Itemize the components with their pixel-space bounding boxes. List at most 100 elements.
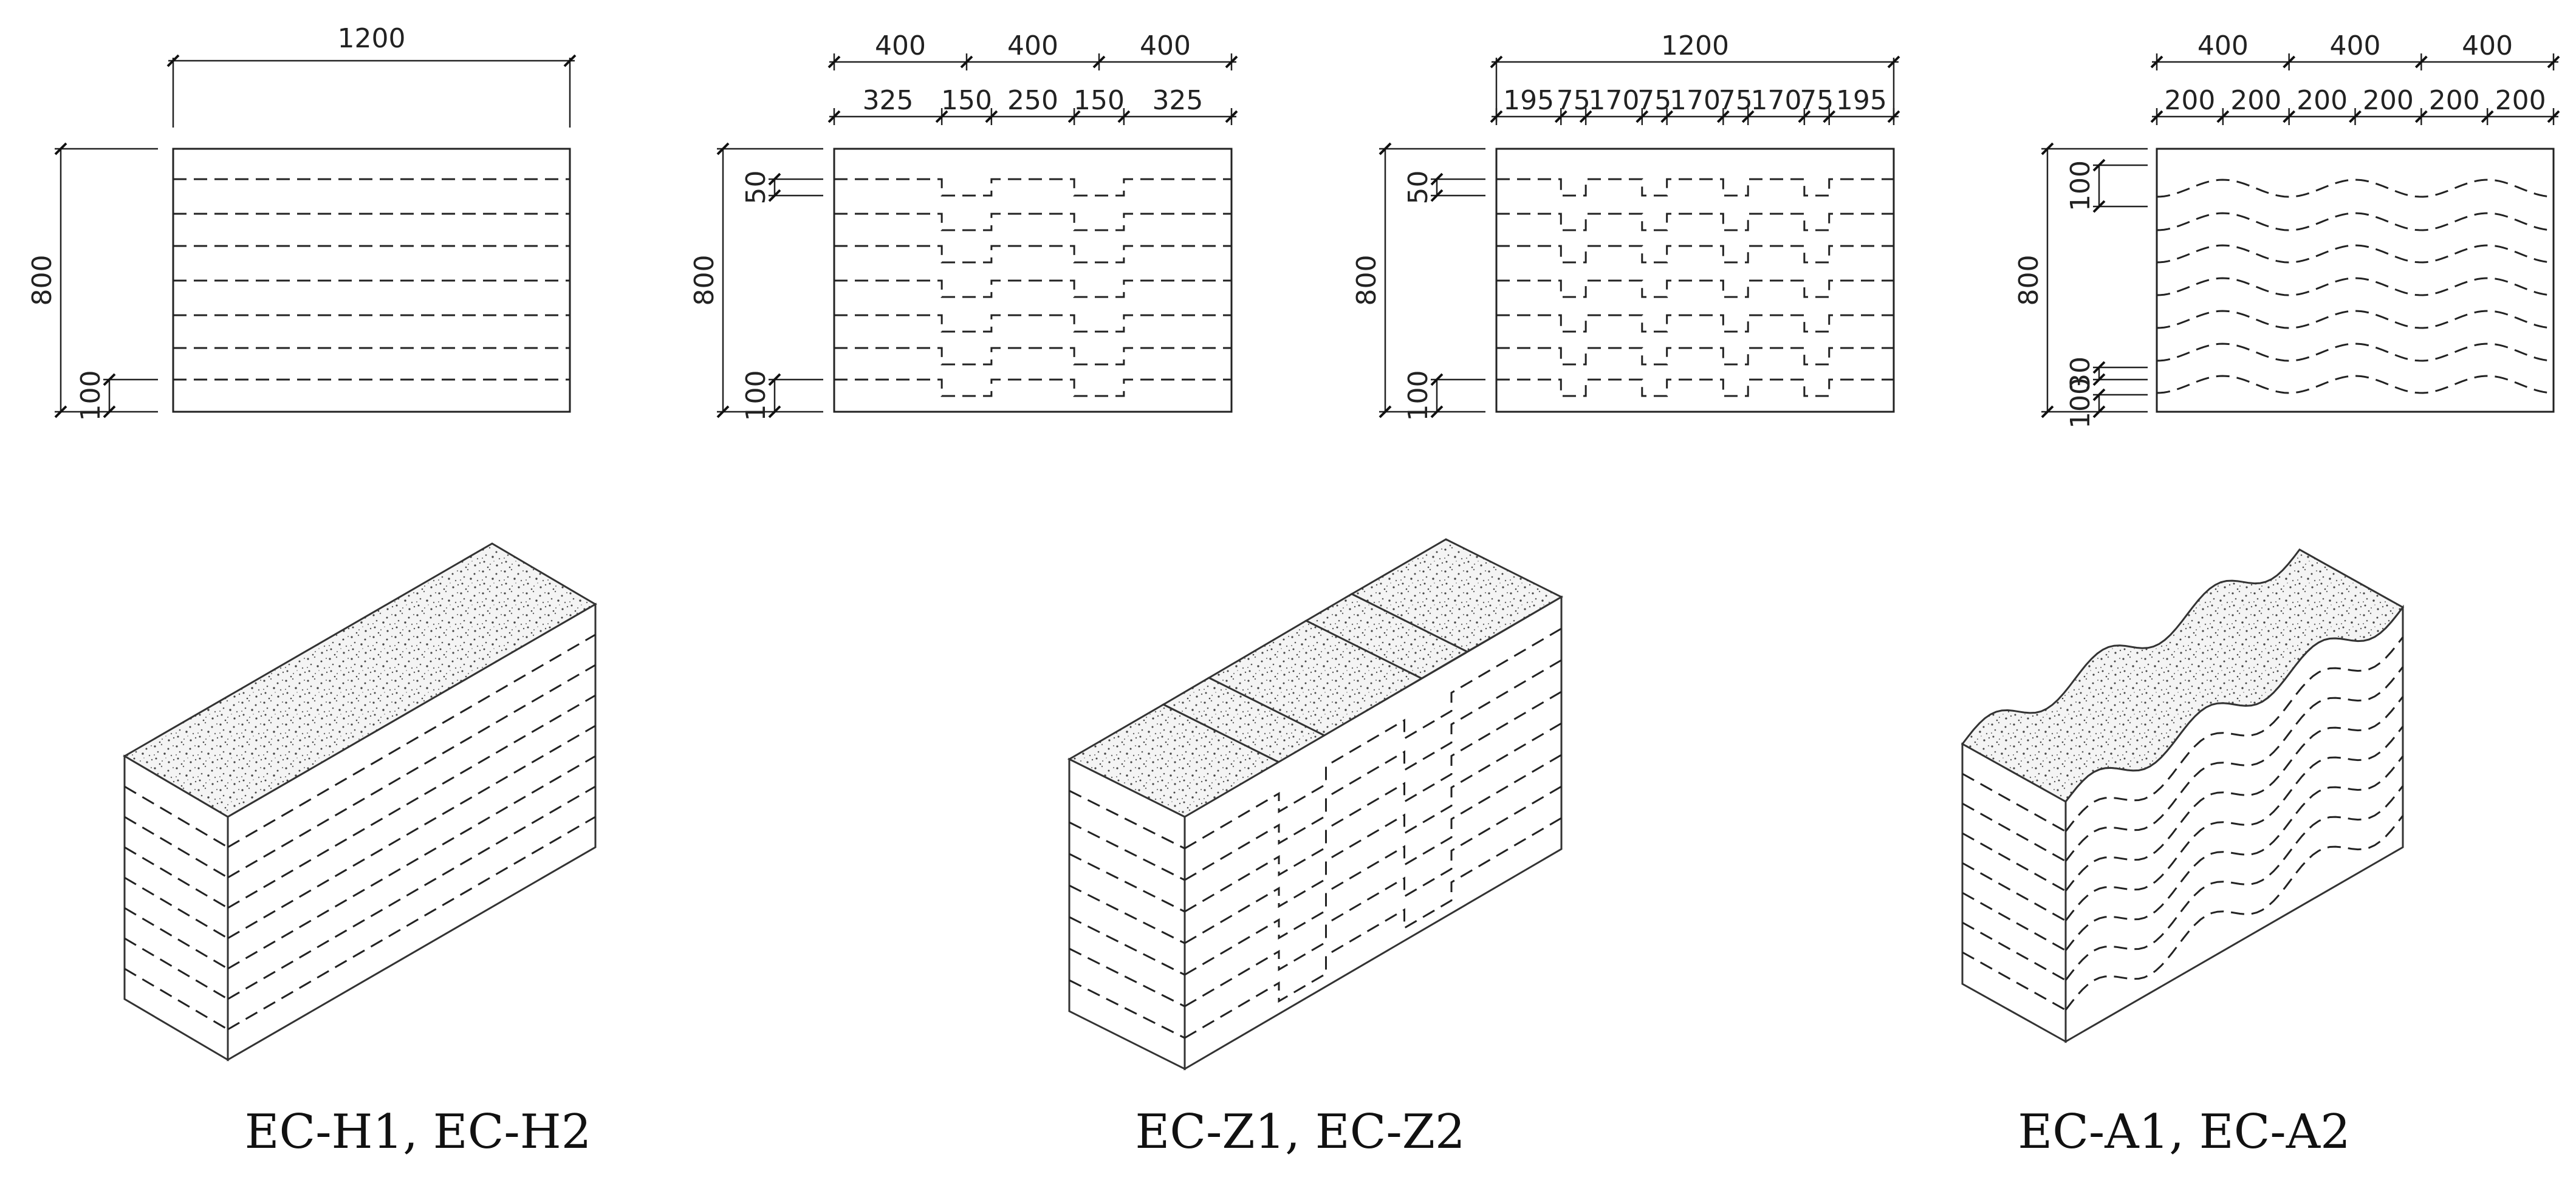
dimension-label: 150 <box>941 85 992 116</box>
joint-line <box>834 378 1231 397</box>
dimension-label: 400 <box>1140 30 1191 61</box>
dimension-tick <box>1379 142 1392 155</box>
dimension-label: 100 <box>75 370 106 421</box>
joint-line <box>2156 179 2551 198</box>
dimension-tick <box>2092 388 2106 401</box>
dimension-tick <box>2283 55 2296 69</box>
dimension-label: 195 <box>1836 85 1887 116</box>
dimension-tick <box>1490 55 1503 69</box>
width-label: 1200 <box>1661 30 1729 61</box>
dimension-label: 400 <box>1007 30 1058 61</box>
dimension-label: 800 <box>2013 255 2044 306</box>
joint-line <box>227 755 596 970</box>
dimension-tick <box>1823 110 1836 123</box>
dimension-tick <box>54 142 67 155</box>
joint-line <box>1496 378 1894 397</box>
joint-line <box>1496 314 1894 333</box>
dimension-tick <box>1379 405 1392 418</box>
dimension-tick <box>54 405 67 418</box>
joint-line <box>834 213 1231 231</box>
dimension-tick <box>2150 110 2163 123</box>
dimension-label: 400 <box>2330 30 2381 61</box>
dimension-tick <box>1887 55 1900 69</box>
dimension-tick <box>2349 110 2362 123</box>
joint-line <box>1496 213 1894 231</box>
dimension-tick <box>768 189 781 202</box>
dimension-tick <box>2092 405 2106 418</box>
dimension-tick <box>768 405 781 418</box>
dimension-tick <box>2041 405 2054 418</box>
dimension-label: 50 <box>1403 171 1434 205</box>
joint-line <box>1496 245 1894 264</box>
joint-line <box>1069 884 1185 944</box>
dimension-tick <box>1225 110 1238 123</box>
width-label: 1200 <box>338 23 406 54</box>
dimension-tick <box>716 405 730 418</box>
dimension-label: 170 <box>1588 85 1639 116</box>
dimension-label: 325 <box>1152 85 1203 116</box>
joint-line <box>834 279 1231 298</box>
joint-line <box>227 725 596 940</box>
dimension-tick <box>1741 110 1755 123</box>
dimension-label: 200 <box>2164 85 2215 116</box>
dimension-label: 170 <box>1751 85 1802 116</box>
dimension-tick <box>1716 110 1730 123</box>
dimension-tick <box>1887 110 1900 123</box>
dimension-tick <box>827 110 841 123</box>
joint-line <box>227 785 596 1000</box>
joint-line <box>227 633 596 848</box>
joint-line <box>1496 279 1894 298</box>
dimension-label: 200 <box>2363 85 2414 116</box>
joint-line <box>2156 277 2551 296</box>
caption-z: EC-Z1, EC-Z2 <box>1135 1105 1465 1159</box>
joint-line <box>1496 347 1894 366</box>
joint-line <box>1069 853 1185 913</box>
dimension-tick <box>2283 110 2296 123</box>
joint-line <box>1069 979 1185 1039</box>
dimension-tick <box>103 373 116 386</box>
dimension-label: 100 <box>2065 378 2096 429</box>
dimension-label: 30 <box>2065 357 2096 391</box>
dimension-tick <box>2547 110 2560 123</box>
joint-line <box>2064 785 2404 981</box>
joint-line <box>2064 636 2404 832</box>
joint-line <box>227 694 596 909</box>
dimension-label: 325 <box>863 85 914 116</box>
joint-line <box>1184 722 1562 944</box>
dimension-tick <box>1798 110 1811 123</box>
dimension-tick <box>1067 110 1081 123</box>
iso-z-joint-lines <box>1069 627 1562 1039</box>
dimension-tick <box>768 373 781 386</box>
dimension-label: 400 <box>875 30 926 61</box>
joint-line <box>2064 666 2404 862</box>
isometric-view-h <box>123 542 597 1062</box>
dimension-tick <box>1092 55 1106 69</box>
dimension-tick <box>2092 159 2106 172</box>
joint-line <box>834 245 1231 264</box>
joint-line <box>1184 659 1562 881</box>
joint-line <box>227 816 596 1031</box>
joint-line <box>1184 817 1562 1039</box>
dimension-tick <box>2092 373 2106 386</box>
joint-line <box>834 347 1231 366</box>
dimension-label: 200 <box>2495 85 2546 116</box>
dimension-tick <box>985 110 998 123</box>
joint-line <box>2064 696 2404 892</box>
dimension-tick <box>1430 172 1444 186</box>
joint-line <box>1184 754 1562 976</box>
joint-line <box>834 178 1231 197</box>
dimension-label: 200 <box>2230 85 2281 116</box>
iso-a-joint-lines <box>1962 636 2404 1011</box>
isometric-view-z <box>1067 538 1564 1071</box>
joint-line <box>1069 821 1185 881</box>
dimension-tick <box>2414 110 2428 123</box>
joint-line <box>1069 790 1185 850</box>
joint-line <box>2156 310 2551 329</box>
joint-line <box>2064 726 2404 921</box>
joint-line <box>1184 785 1562 1008</box>
dimension-tick <box>960 55 973 69</box>
